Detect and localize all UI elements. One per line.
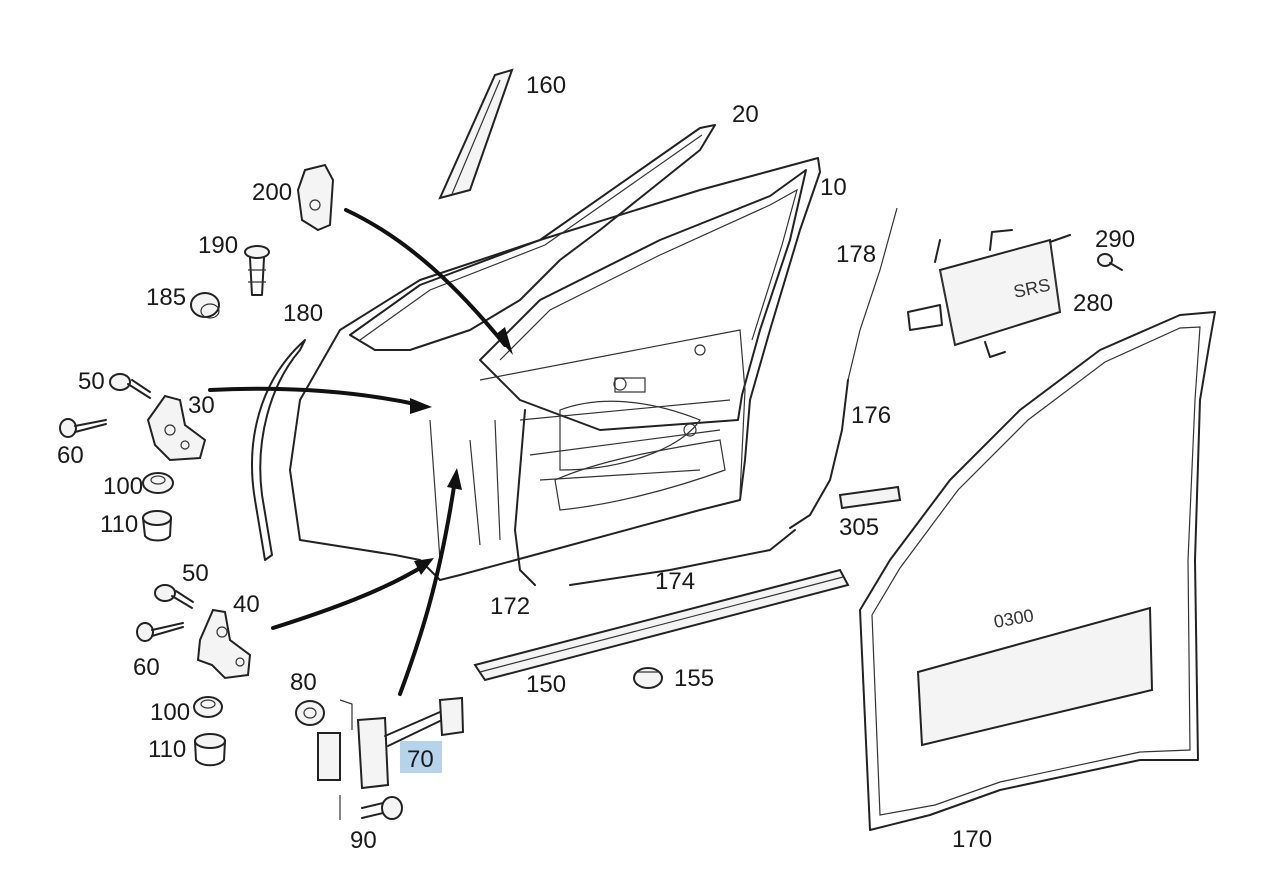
trim-strip-160 bbox=[438, 68, 514, 200]
seal-strip-180 bbox=[251, 339, 306, 561]
callout-labels: 160 20 10 200 190 185 180 50 30 60 100 1… bbox=[57, 72, 1135, 854]
callout-100-upper: 100 bbox=[103, 473, 143, 500]
callout-10: 10 bbox=[820, 174, 847, 201]
callout-110-lower: 110 bbox=[148, 736, 186, 763]
bolt-50-lower bbox=[154, 584, 194, 609]
callout-305: 305 bbox=[839, 514, 879, 541]
seal-strip-172 bbox=[514, 409, 536, 586]
plug-185 bbox=[190, 292, 220, 319]
callout-100-lower: 100 bbox=[150, 699, 190, 726]
seal-strip-176 bbox=[789, 379, 849, 529]
seal-label: 0300 bbox=[992, 605, 1035, 632]
bushing-110-lower bbox=[194, 733, 226, 767]
callout-185: 185 bbox=[146, 284, 186, 311]
callout-170: 170 bbox=[952, 826, 992, 853]
callout-50-lower: 50 bbox=[182, 560, 209, 587]
nut-100-lower bbox=[193, 696, 223, 718]
upper-hinge bbox=[146, 394, 207, 462]
door-handle-bracket bbox=[296, 163, 335, 232]
nut-100-upper bbox=[142, 472, 174, 494]
callout-160: 160 bbox=[526, 72, 566, 99]
seal-strip-178 bbox=[847, 207, 898, 381]
bolt-290 bbox=[1097, 253, 1123, 271]
bolt-50-upper bbox=[109, 373, 151, 399]
callout-178: 178 bbox=[836, 241, 876, 268]
door-check-strap bbox=[317, 696, 465, 820]
srs-module: SRS bbox=[907, 229, 1071, 358]
door-seal-170: 0300 bbox=[859, 311, 1216, 831]
callout-70[interactable]: 70 bbox=[407, 746, 434, 773]
foam-pad-305 bbox=[838, 485, 902, 510]
lower-hinge bbox=[196, 608, 252, 680]
clip-190 bbox=[244, 245, 270, 296]
callout-30: 30 bbox=[188, 392, 215, 419]
callout-180: 180 bbox=[283, 300, 323, 327]
pointer-arrows bbox=[208, 208, 513, 696]
callout-155: 155 bbox=[674, 665, 714, 692]
callout-176: 176 bbox=[851, 402, 891, 429]
callout-60-lower: 60 bbox=[133, 654, 160, 681]
callout-172: 172 bbox=[490, 593, 530, 620]
callout-90: 90 bbox=[350, 827, 377, 854]
bolt-90 bbox=[361, 796, 403, 820]
callout-150: 150 bbox=[526, 671, 566, 698]
seal-strip-174 bbox=[569, 529, 796, 586]
callout-110-upper: 110 bbox=[100, 511, 138, 538]
callout-200: 200 bbox=[252, 179, 292, 206]
callout-70-highlight bbox=[400, 741, 442, 773]
callout-40: 40 bbox=[233, 591, 260, 618]
window-frame-seal bbox=[349, 124, 716, 351]
callout-60-upper: 60 bbox=[57, 442, 84, 469]
plug-155 bbox=[633, 667, 663, 689]
bushing-110-upper bbox=[142, 510, 172, 542]
nut-80 bbox=[295, 700, 325, 726]
callout-80: 80 bbox=[290, 669, 317, 696]
callout-280: 280 bbox=[1073, 290, 1113, 317]
callout-20: 20 bbox=[732, 101, 759, 128]
screw-60-upper bbox=[59, 418, 107, 438]
door-shell bbox=[289, 157, 821, 581]
callout-174: 174 bbox=[655, 568, 695, 595]
callout-290: 290 bbox=[1095, 226, 1135, 253]
screw-60-lower bbox=[136, 622, 184, 642]
callout-190: 190 bbox=[198, 232, 238, 259]
callout-50-upper: 50 bbox=[78, 368, 105, 395]
